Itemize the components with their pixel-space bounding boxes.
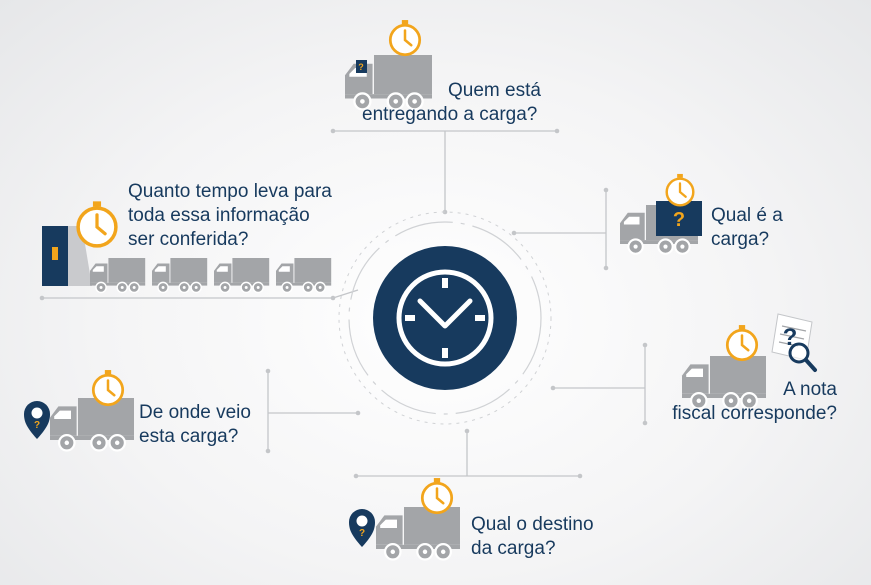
magnifier-icon (788, 342, 817, 372)
question-lower-right-line-2: fiscal corresponde? (672, 403, 837, 424)
question-bottom-line-2: da carga? (471, 538, 556, 559)
question-top: Quem está (448, 79, 541, 103)
question-upper-left-line-2: toda essa informação (128, 205, 310, 226)
question-bottom-line-1: Qual o destino (471, 514, 594, 535)
question-top-2: entregando a carga? (362, 103, 537, 127)
origin-truck-icon (24, 368, 136, 452)
svg-text:?: ? (673, 209, 685, 231)
question-lower-right: A nota fiscal corresponde? (672, 378, 837, 426)
question-lower-right-line-1: A nota (783, 379, 837, 400)
connector-lines (42, 130, 646, 477)
question-lower-left: De onde veio esta carga? (139, 401, 251, 449)
clock-icon (373, 246, 517, 390)
question-top-line-2: entregando a carga? (362, 104, 538, 125)
question-lower-left-line-1: De onde veio (139, 402, 251, 423)
center-rings (338, 211, 552, 425)
question-upper-left: Quanto tempo leva para toda essa informa… (128, 180, 332, 252)
question-bottom: Qual o destino da carga? (471, 513, 594, 561)
question-upper-right-line-2: carga? (711, 229, 770, 250)
question-lower-left-line-2: esta carga? (139, 426, 239, 447)
question-top-line-1: Quem está (448, 80, 541, 101)
truck-queue-icon (42, 199, 332, 294)
invoice-truck-icon: ? (680, 313, 817, 410)
question-upper-right: Qual é a carga? (711, 204, 783, 252)
svg-text:?: ? (358, 62, 364, 72)
top-truck-icon: ? (343, 18, 434, 111)
destination-truck-icon (349, 476, 462, 561)
question-upper-left-line-3: ser conferida? (128, 229, 249, 250)
cargo-truck-icon: ? (618, 172, 702, 255)
question-upper-right-line-1: Qual é a (711, 205, 783, 226)
question-upper-left-line-1: Quanto tempo leva para (128, 181, 332, 202)
